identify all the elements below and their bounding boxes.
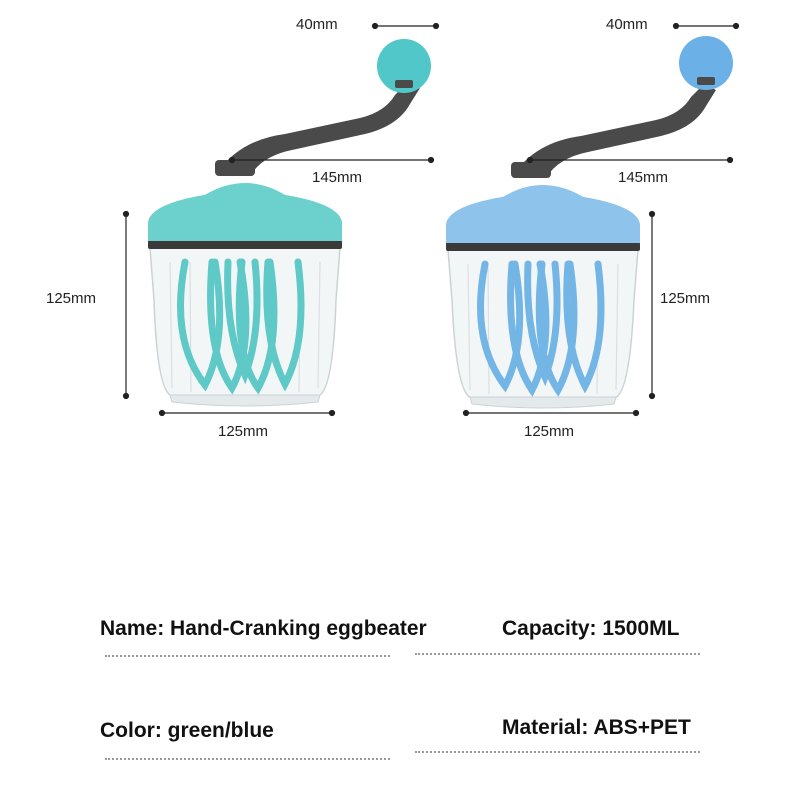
spec-capacity-underline	[415, 653, 700, 655]
spec-color: Color: green/blue	[100, 719, 274, 742]
blue-knob-dimension: 40mm	[606, 16, 648, 33]
blue-handle	[514, 84, 716, 178]
green-arm-dimension: 145mm	[312, 169, 363, 186]
green-handle	[218, 82, 420, 176]
blue-lid	[446, 192, 640, 243]
blue-arm-dimension: 145mm	[618, 169, 669, 186]
green-eggbeater	[148, 39, 431, 407]
green-lid	[148, 190, 342, 241]
spec-color-underline	[105, 758, 390, 760]
dimension-lines	[122, 22, 740, 417]
spec-name-underline	[105, 655, 390, 657]
blue-whisks	[477, 260, 605, 397]
green-knob-dimension: 40mm	[296, 16, 338, 33]
blue-knob	[679, 36, 733, 90]
green-ring	[148, 240, 342, 249]
spec-material-underline	[415, 751, 700, 753]
spec-material: Material: ABS+PET	[502, 716, 691, 739]
green-width-dimension: 125mm	[218, 423, 269, 440]
blue-width-dimension: 125mm	[524, 423, 575, 440]
green-height-dimension: 125mm	[46, 290, 97, 307]
spec-name: Name: Hand-Cranking eggbeater	[100, 617, 427, 640]
blue-eggbeater	[446, 36, 733, 409]
spec-capacity: Capacity: 1500ML	[502, 617, 680, 640]
blue-ring	[446, 242, 640, 251]
blue-height-dimension: 125mm	[660, 290, 711, 307]
green-knob	[377, 39, 431, 93]
green-whisks	[177, 258, 305, 395]
